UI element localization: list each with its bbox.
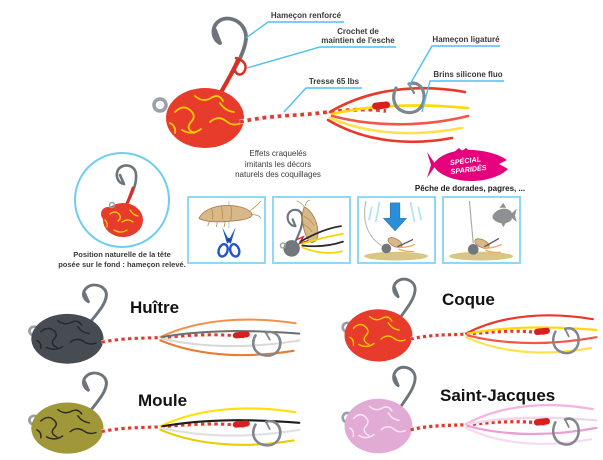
jig-lure-image [341, 277, 598, 362]
product-label: Huître [130, 298, 180, 317]
step-box-1 [187, 196, 266, 264]
upright-jig-eyelet [108, 201, 116, 209]
jig-crackle-pattern [349, 405, 406, 439]
product-card-moule: Moule [18, 370, 303, 458]
badge-line2: SPARIDÉS [450, 163, 487, 176]
jig-head [31, 313, 104, 364]
jig-main-hook [391, 277, 417, 330]
jig-ligature-band [232, 420, 250, 428]
effects-note: Effets craquelés imitants les décors nat… [235, 149, 321, 180]
upright-jig-shank [124, 186, 135, 208]
upright-jig-image [101, 164, 143, 237]
jig-assist-hook [552, 327, 580, 355]
step-box-3 [357, 196, 436, 264]
jig-crackle-pattern [36, 320, 97, 350]
main-ligature-band [372, 101, 391, 110]
main-braid-line [239, 107, 387, 125]
jig-silicone-strands [159, 318, 301, 357]
annotation-hook-reinforced: Hameçon renforcé [270, 11, 342, 20]
main-lure-crackle [169, 95, 242, 134]
product-card-huitre: Huître [18, 282, 303, 368]
reinforced-hook [211, 16, 248, 96]
usage-steps-strip [187, 196, 521, 264]
jig-ligature-band [533, 327, 550, 336]
jig-main-hook [81, 283, 108, 334]
approaching-fish-silhouette [492, 202, 517, 228]
jig-silicone-strands [159, 407, 301, 446]
product-label: Coque [442, 290, 495, 309]
main-lure-head [166, 88, 244, 148]
jig-assist-hook [552, 417, 580, 446]
badge-line1: SPÉCIAL [449, 154, 481, 167]
upright-jig-hook [115, 164, 138, 208]
jig-assist-hook [251, 419, 282, 447]
jig-lure-image [341, 365, 598, 454]
product-card-saint-jacques: Saint-Jacques [332, 364, 600, 458]
jig-main-hook [81, 371, 108, 423]
jig-assist-hook [251, 330, 282, 357]
jig-sinking-arrow-icon [364, 200, 428, 261]
jig-head [31, 402, 104, 454]
jig-on-bottom-fish-icon [449, 200, 517, 261]
hook-shank-coating [217, 57, 241, 97]
product-label: Saint-Jacques [440, 386, 556, 405]
main-lure-image [152, 16, 470, 148]
sparides-fish-badge-icon: SPÉCIAL SPARIDÉS [427, 148, 508, 181]
jig-crackle-pattern [349, 315, 406, 348]
jig-head [344, 398, 413, 454]
shrimp-rigged-on-jig-icon [279, 199, 344, 257]
shrimp-cut-scissors-icon [198, 200, 262, 258]
badge-caption: Pêche de dorades, pagres, ... [414, 184, 526, 193]
jig-ligature-band [232, 331, 250, 339]
jig-crackle-pattern [36, 408, 97, 440]
jig-ligature-band [533, 417, 550, 426]
annotation-silicone-strands: Brins silicone fluo [433, 70, 503, 79]
annotation-bait-holder: Crochet de maintien de l'esche [321, 27, 395, 46]
position-note: Position naturelle de la tête posée sur … [58, 250, 186, 269]
jig-head [344, 309, 413, 362]
jig-silicone-strands [464, 403, 598, 445]
main-silicone-strands [326, 86, 470, 144]
step-box-2 [272, 196, 351, 264]
bait-holder-barb [233, 56, 247, 76]
annotation-braid: Tresse 65 lbs [308, 77, 360, 86]
upright-jig-crackle [104, 209, 139, 233]
main-lure-eyelet [152, 97, 168, 113]
fish-body [433, 149, 508, 181]
jig-lure-image [27, 283, 301, 364]
product-card-coque: Coque [332, 276, 600, 366]
jig-silicone-strands [464, 314, 598, 354]
upright-jig-head [103, 203, 143, 237]
annotation-hook-ligatured: Hameçon ligaturé [432, 35, 500, 44]
position-circle-feature [74, 152, 170, 248]
fish-tail [427, 152, 436, 178]
step-box-4 [442, 196, 521, 264]
jig-main-hook [391, 365, 417, 421]
product-label: Moule [138, 391, 188, 410]
jig-lure-image [27, 371, 301, 454]
